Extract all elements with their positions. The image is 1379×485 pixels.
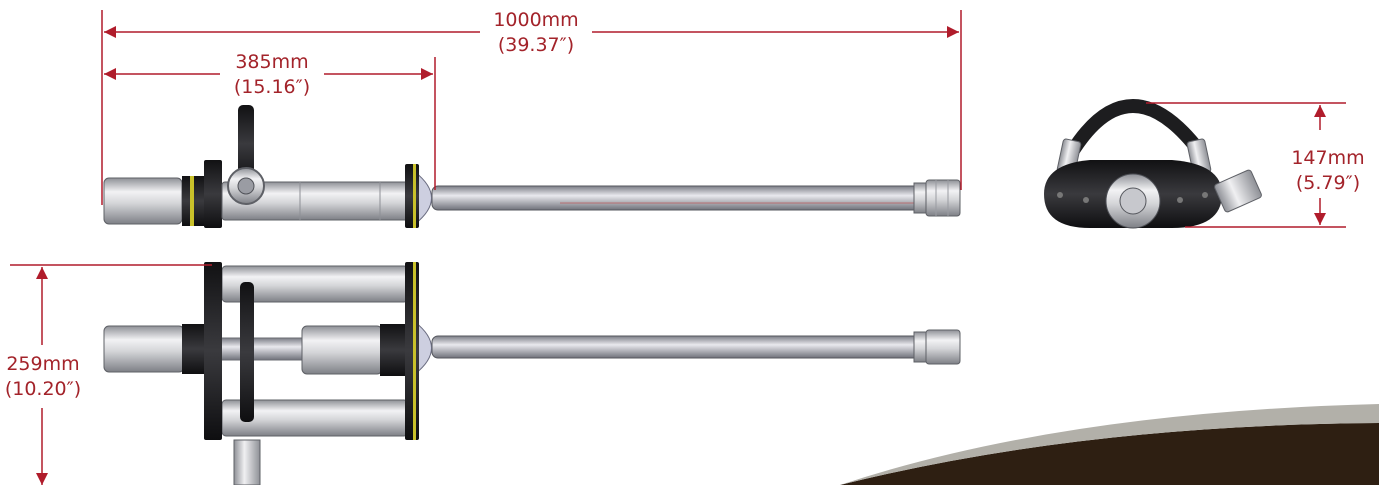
overall-length-imperial: (39.37″) — [497, 34, 575, 56]
end-view-height-label: 147mm (5.79″) — [1282, 146, 1374, 196]
top-view-width-imperial: (10.20″) — [4, 378, 82, 400]
hydraulic-tool-top-view-icon — [103, 262, 961, 485]
top-view-width-label: 259mm (10.20″) — [0, 352, 86, 402]
body-length-label: 385mm (15.16″) — [222, 50, 322, 100]
hydraulic-tool-side-view-icon — [103, 105, 961, 228]
brand-swoosh — [840, 404, 1379, 485]
overall-length-label: 1000mm (39.37″) — [484, 8, 588, 58]
end-view-height-metric: 147mm — [1291, 147, 1365, 169]
body-length-imperial: (15.16″) — [233, 76, 311, 98]
body-length-metric: 385mm — [235, 51, 309, 73]
hydraulic-tool-end-view-icon — [1044, 99, 1262, 229]
end-view-height-imperial: (5.79″) — [1295, 172, 1361, 194]
dimension-lines — [10, 10, 1346, 485]
overall-length-metric: 1000mm — [493, 9, 579, 31]
top-view-width-metric: 259mm — [6, 353, 80, 375]
